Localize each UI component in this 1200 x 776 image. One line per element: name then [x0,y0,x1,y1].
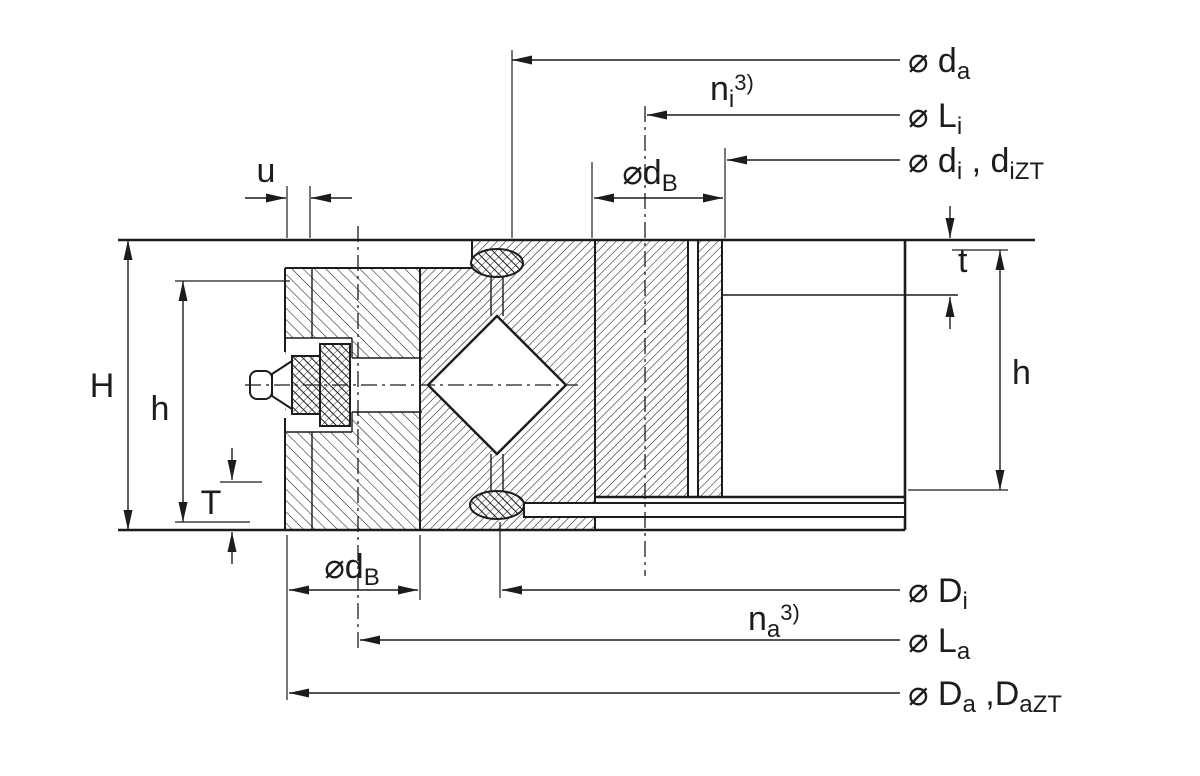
label-dia-li: ⌀ Li [908,97,962,140]
extension-line [175,280,290,523]
seal-top-hatch [471,249,523,277]
crossed-roller [426,314,568,456]
dim-u: u [245,152,352,238]
label-dia-da: ⌀ da [908,42,971,85]
dim-la: na3) ⌀ La [360,600,971,665]
right-ring-outline [595,240,907,530]
right-ring-inner-edges [687,240,723,497]
dim-di: ⌀ di , diZT [724,142,1044,238]
label-dim-h-right: h [1012,354,1031,392]
bottom-plate [523,502,906,518]
roller-neck-lines [490,277,504,492]
dim-li: ni3) ⌀ Li [647,70,962,140]
label-dim-u: u [257,152,276,190]
right-ring-section [595,240,958,530]
extension-line [286,186,311,238]
dim-cap-t: T [201,448,262,564]
label-dia-db-bottom: ⌀dB [324,548,379,591]
dim-t: t [945,206,968,329]
label-dim-h-left: h [151,390,170,428]
label-dia-cap-da-dazt: ⌀ Da ,DaZT [908,675,1062,718]
label-dia-di-dizt: ⌀ di , diZT [908,142,1044,185]
dim-da-cap: ⌀ Da ,DaZT [286,535,1062,718]
label-dia-la: ⌀ La [908,622,971,665]
dim-h-right: h [908,249,1031,491]
label-dia-cap-di: ⌀ Di [908,572,968,615]
label-ni-count: ni3) [710,70,754,113]
label-dia-db-top: ⌀dB [622,154,677,197]
right-ring-hatch-b [698,240,722,497]
label-dim-cap-t: T [201,484,222,522]
dim-di-cap: ⌀ Di [499,522,968,615]
dim-overall-height: H [90,240,133,530]
dim-h-left: h [151,280,290,523]
dim-db-top: ⌀dB [591,154,723,238]
seal-bottom-hatch [470,491,524,519]
right-ring-hatch-a [595,240,688,497]
label-dim-overall-height: H [90,367,115,405]
label-dim-t: t [958,242,968,280]
label-na-count: na3) [748,600,800,643]
dim-da: ⌀ da [511,42,971,238]
grease-hole-outline [286,337,422,433]
dim-db-bottom: ⌀dB [289,535,421,600]
